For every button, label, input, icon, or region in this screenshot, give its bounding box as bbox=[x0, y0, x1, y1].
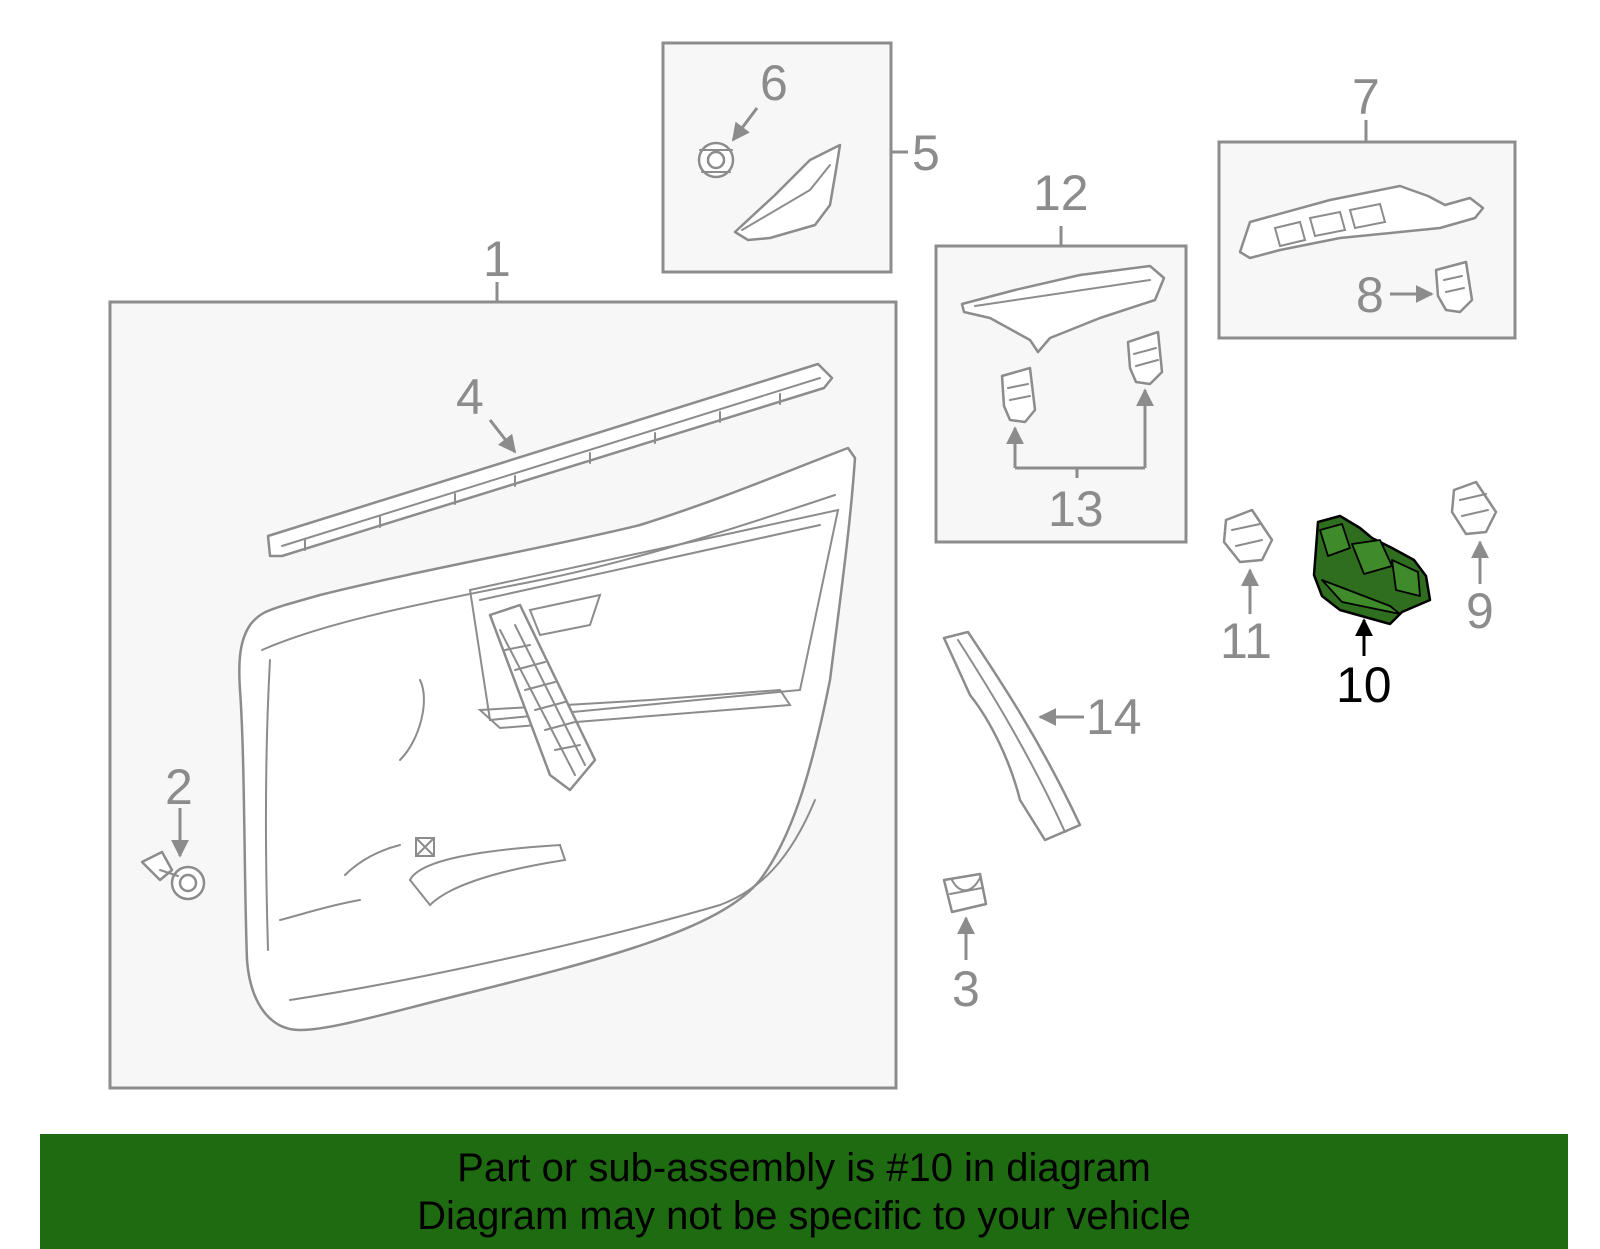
part-3-clip[interactable] bbox=[942, 872, 988, 914]
part-13-clip-left[interactable] bbox=[1000, 366, 1037, 424]
part-6-clip[interactable] bbox=[697, 141, 735, 179]
callout-10-highlighted[interactable]: 10 bbox=[1336, 657, 1392, 713]
callout-14[interactable]: 14 bbox=[1086, 689, 1142, 745]
callout-12[interactable]: 12 bbox=[1033, 165, 1089, 221]
callout-8[interactable]: 8 bbox=[1356, 267, 1384, 323]
callout-3[interactable]: 3 bbox=[952, 961, 980, 1017]
banner-line-2: Diagram may not be specific to your vehi… bbox=[417, 1194, 1191, 1238]
callout-6[interactable]: 6 bbox=[760, 55, 788, 111]
banner-line-1: Part or sub-assembly is #10 in diagram bbox=[457, 1146, 1151, 1190]
callout-4[interactable]: 4 bbox=[456, 369, 484, 425]
part-2-clip[interactable] bbox=[140, 850, 206, 901]
part-info-banner: Part or sub-assembly is #10 in diagram D… bbox=[40, 1134, 1568, 1249]
part-12-trim-piece[interactable] bbox=[960, 264, 1166, 354]
part-4-upper-trim-strip[interactable] bbox=[266, 362, 834, 558]
callout-1[interactable]: 1 bbox=[483, 231, 511, 287]
part-8-clip[interactable] bbox=[1434, 260, 1474, 314]
part-11-clip[interactable] bbox=[1222, 508, 1274, 564]
callout-9[interactable]: 9 bbox=[1466, 583, 1494, 639]
callout-11[interactable]: 11 bbox=[1220, 613, 1272, 669]
callout-5[interactable]: 5 bbox=[912, 125, 940, 181]
part-7-switch-base[interactable] bbox=[1238, 184, 1485, 260]
callout-13[interactable]: 13 bbox=[1048, 481, 1104, 537]
part-14-pillar-garnish[interactable] bbox=[942, 630, 1082, 842]
part-5-bezel[interactable] bbox=[733, 143, 842, 242]
part-9-clip[interactable] bbox=[1450, 480, 1498, 536]
part-13-clip-right[interactable] bbox=[1126, 330, 1164, 386]
part-1-grille-bracket bbox=[488, 603, 597, 792]
part-10-power-window-switch-highlighted[interactable] bbox=[1312, 514, 1432, 626]
callout-7[interactable]: 7 bbox=[1352, 69, 1380, 125]
callout-2[interactable]: 2 bbox=[165, 759, 193, 815]
